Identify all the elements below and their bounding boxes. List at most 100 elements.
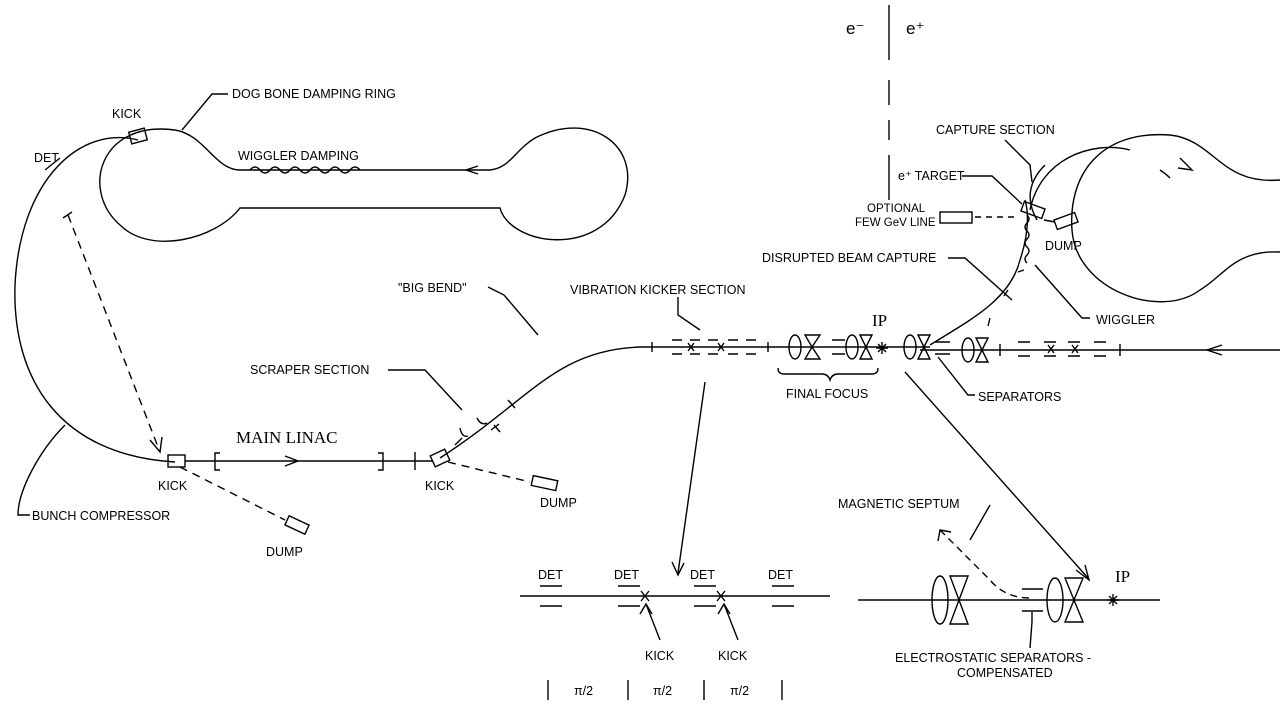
capture-section-label: CAPTURE SECTION <box>936 123 1055 137</box>
scraper-mark-4 <box>507 399 516 409</box>
scraper-marks <box>454 423 500 446</box>
bunch-compressor-leader <box>17 424 66 516</box>
linac-bracket-right <box>378 452 384 471</box>
phase-label-2: π/2 <box>653 684 672 698</box>
det-label-4: DET <box>768 568 793 582</box>
magnetic-septum-leader <box>969 504 991 541</box>
vibration-kicker-label: VIBRATION KICKER SECTION <box>570 283 746 297</box>
detail-septum-bars <box>1022 588 1043 612</box>
ff-quad-4 <box>974 337 990 363</box>
dump-left-box <box>283 514 311 536</box>
magnetic-septum-label: MAGNETIC SEPTUM <box>838 497 960 511</box>
ip-star-top <box>876 342 888 354</box>
scraper-leader <box>388 369 463 411</box>
vibration-kicker-leader <box>677 297 701 331</box>
bunch-compressor-label: BUNCH COMPRESSOR <box>32 509 170 523</box>
capture-marks <box>987 269 1025 327</box>
kick-mid-label: KICK <box>425 479 455 493</box>
main-linac-label: MAIN LINAC <box>236 428 338 447</box>
detail-kick-arrows <box>639 602 739 641</box>
det-label-3: DET <box>690 568 715 582</box>
dump-right-label: DUMP <box>1045 239 1082 253</box>
beamline-arrow <box>1204 344 1223 356</box>
phase-label-3: π/2 <box>730 684 749 698</box>
dump-mid-box <box>530 474 559 492</box>
septum-dashed <box>939 529 1031 599</box>
right-damping-ring <box>1070 133 1281 303</box>
optional-line-2: FEW GeV LINE <box>855 217 936 229</box>
detail-quad-2 <box>1063 577 1085 623</box>
wiggler-damping-label: WIGGLER DAMPING <box>238 149 359 163</box>
ring-direction-arrow <box>463 165 479 175</box>
ff-lens-1 <box>788 334 802 360</box>
ff-bars <box>832 339 845 355</box>
det-left-marker <box>44 157 61 171</box>
disrupted-beam-line <box>929 199 1029 346</box>
detail-lens-2 <box>1046 577 1064 623</box>
separators-label: SEPARATORS <box>978 390 1061 404</box>
dashed-kick-arrowhead <box>149 436 163 454</box>
dashed-kick-line <box>67 214 161 453</box>
right-elements <box>999 341 1121 357</box>
disrupted-leader <box>948 257 1013 301</box>
det-label-1: DET <box>538 568 563 582</box>
wiggler-squiggle <box>1024 214 1030 264</box>
bunch-compressor-arc <box>14 136 176 463</box>
det-tick <box>62 211 73 219</box>
detail-det-bars <box>540 585 794 607</box>
ip-bottom-label: IP <box>1115 567 1130 586</box>
big-bend-curve <box>439 346 641 459</box>
separators-leader <box>937 356 975 396</box>
wiggler-leader <box>1034 264 1090 319</box>
capture-leader <box>1004 139 1033 183</box>
kick-box-top <box>127 127 149 145</box>
electrostatic-label-1: ELECTROSTATIC SEPARATORS - <box>895 651 1091 665</box>
e-target-box <box>1020 200 1046 220</box>
det-left-label: DET <box>34 151 59 165</box>
ip-expand-head <box>1075 564 1091 582</box>
e-target-leader <box>962 175 1023 205</box>
electrostatic-leader <box>1029 612 1033 649</box>
linac-arrow <box>284 455 300 467</box>
kick-box-mid <box>429 448 451 468</box>
wiggler-label: WIGGLER <box>1096 313 1155 327</box>
separators-bars <box>935 341 950 355</box>
kick-left-label: KICK <box>158 479 188 493</box>
dog-bone-leader <box>181 93 228 131</box>
final-focus-brace <box>777 367 879 383</box>
phase-label-1: π/2 <box>574 684 593 698</box>
dog-bone-damping-ring <box>99 127 629 242</box>
ip-expand-arrow <box>904 371 1089 579</box>
dump-right-box <box>1053 211 1079 231</box>
dump-left-dashed <box>179 466 286 521</box>
disrupted-beam-label: DISRUPTED BEAM CAPTURE <box>762 251 936 265</box>
detail-lens-1 <box>931 575 949 625</box>
optional-line-box <box>939 211 973 224</box>
vibration-expand-arrow <box>677 381 706 574</box>
dump-mid-label: DUMP <box>540 496 577 510</box>
e-target-label: e⁺ TARGET <box>898 169 965 183</box>
kick-b2-label: KICK <box>718 649 748 663</box>
final-focus-label: FINAL FOCUS <box>786 387 868 401</box>
ip-star-bottom <box>1107 594 1119 606</box>
detail-quad-1 <box>948 575 970 625</box>
scraper-mark-1 <box>459 427 469 438</box>
dog-bone-label: DOG BONE DAMPING RING <box>232 87 396 101</box>
det-label-2: DET <box>614 568 639 582</box>
right-ring-outer <box>1029 146 1171 211</box>
right-ring-arrow <box>1177 157 1194 171</box>
electrostatic-label-2: COMPENSATED <box>957 666 1053 680</box>
e-minus-label: e⁻ <box>846 19 864 38</box>
ff-quad-2 <box>858 334 874 360</box>
e-plus-label: e⁺ <box>906 19 924 38</box>
dump-mid-dashed <box>447 461 531 483</box>
phase-dividers <box>547 680 783 700</box>
ff-quad-3 <box>916 334 932 360</box>
ip-top-label: IP <box>872 311 887 330</box>
big-bend-label: "BIG BEND" <box>398 281 467 295</box>
kick-b1-label: KICK <box>645 649 675 663</box>
kick-top-label: KICK <box>112 107 142 121</box>
scraper-mark-2 <box>476 417 488 425</box>
